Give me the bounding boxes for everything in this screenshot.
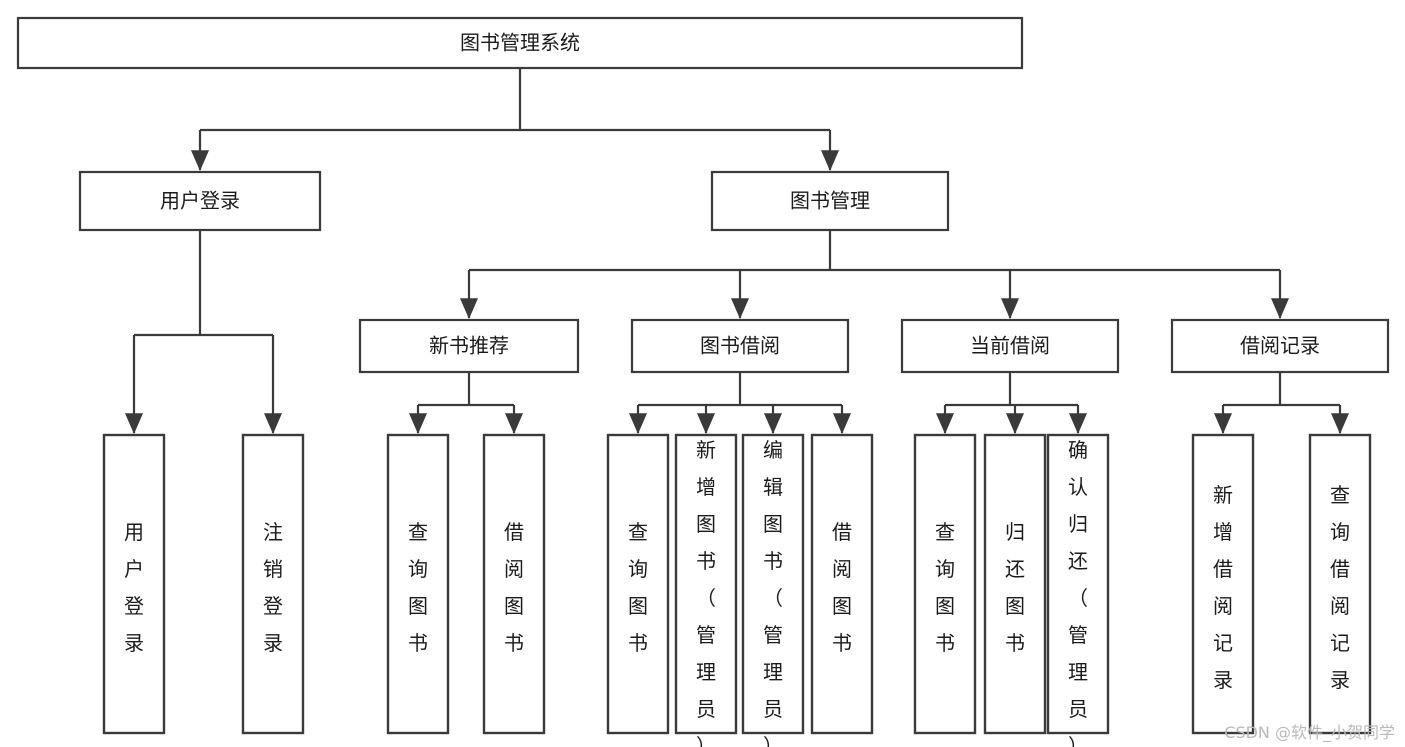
arrow-head-icon — [460, 298, 478, 319]
node-box — [674, 433, 738, 735]
node-box — [358, 318, 580, 374]
node-box — [710, 170, 950, 232]
arrow-head-icon — [821, 150, 839, 171]
arrow-head-icon — [125, 413, 143, 434]
node-leaf-leaf-borrow-book-2[interactable]: 借阅图书 — [810, 433, 874, 735]
node-leaf-leaf-add-book[interactable]: 新增图书（管理员） — [674, 433, 738, 747]
arrow-head-icon — [697, 413, 715, 434]
node-box — [1191, 433, 1255, 735]
node-box — [1308, 433, 1372, 735]
node-leaf-leaf-query-book-3[interactable]: 查询图书 — [913, 433, 977, 735]
node-label: 借阅记录 — [1240, 334, 1320, 358]
node-box — [16, 16, 1024, 70]
node-label: 新书推荐 — [429, 334, 509, 358]
node-level3-current-borrow[interactable]: 当前借阅 — [900, 318, 1120, 374]
arrow-head-icon — [191, 150, 209, 171]
arrow-head-icon — [1001, 298, 1019, 319]
arrow-head-icon — [1271, 298, 1289, 319]
node-leaf-leaf-query-book-2[interactable]: 查询图书 — [606, 433, 670, 735]
node-label: 查询图书 — [408, 520, 428, 655]
node-box — [1046, 433, 1110, 735]
node-level3-new-book-recommend[interactable]: 新书推荐 — [358, 318, 580, 374]
node-box — [606, 433, 670, 735]
arrow-head-icon — [936, 413, 954, 434]
node-box — [386, 433, 450, 735]
arrow-head-icon — [264, 413, 282, 434]
node-label: 图书借阅 — [700, 334, 780, 358]
node-label: 查询图书 — [628, 520, 648, 655]
node-box — [741, 433, 805, 735]
arrow-head-icon — [1214, 413, 1232, 434]
node-label: 新增借阅记录 — [1213, 483, 1233, 692]
node-label: 图书管理 — [790, 189, 870, 213]
node-label: 编辑图书（管理员） — [763, 438, 783, 747]
watermark-text: CSDN @软件_小贺同学 — [1224, 723, 1395, 742]
node-box — [900, 318, 1120, 374]
node-box — [102, 433, 166, 735]
node-box — [983, 433, 1047, 735]
node-layer: 图书管理系统用户登录图书管理新书推荐图书借阅当前借阅借阅记录用户登录注销登录查询… — [16, 16, 1390, 747]
node-label: 查询借阅记录 — [1330, 483, 1350, 692]
node-label: 借阅图书 — [832, 520, 852, 655]
arrow-head-icon — [764, 413, 782, 434]
node-label: 新增图书（管理员） — [696, 438, 716, 747]
arrow-head-icon — [505, 413, 523, 434]
node-box — [630, 318, 850, 374]
node-level3-book-borrow[interactable]: 图书借阅 — [630, 318, 850, 374]
node-leaf-leaf-add-record[interactable]: 新增借阅记录 — [1191, 433, 1255, 735]
node-label: 注销登录 — [263, 520, 283, 655]
arrow-head-icon — [1069, 413, 1087, 434]
node-leaf-leaf-query-record[interactable]: 查询借阅记录 — [1308, 433, 1372, 735]
node-label: 当前借阅 — [970, 334, 1050, 358]
node-leaf-leaf-user-logout[interactable]: 注销登录 — [241, 433, 305, 735]
arrow-head-icon — [629, 413, 647, 434]
node-label: 查询图书 — [935, 520, 955, 655]
node-box — [78, 170, 322, 232]
node-level2-user-login[interactable]: 用户登录 — [78, 170, 322, 232]
node-label: 用户登录 — [160, 189, 240, 213]
node-label: 用户登录 — [124, 520, 144, 655]
node-box — [913, 433, 977, 735]
node-box — [1170, 318, 1390, 374]
node-box — [241, 433, 305, 735]
node-label: 图书管理系统 — [460, 31, 580, 55]
node-label: 借阅图书 — [504, 520, 524, 655]
connector-layer — [125, 68, 1349, 434]
node-leaf-leaf-query-book-1[interactable]: 查询图书 — [386, 433, 450, 735]
node-leaf-leaf-confirm-return[interactable]: 确认归还（管理员） — [1046, 433, 1110, 747]
node-label: 归还图书 — [1005, 520, 1025, 655]
node-level2-book-manage[interactable]: 图书管理 — [710, 170, 950, 232]
node-box — [810, 433, 874, 735]
node-level3-borrow-record[interactable]: 借阅记录 — [1170, 318, 1390, 374]
arrow-head-icon — [1331, 413, 1349, 434]
node-root-undefined[interactable]: 图书管理系统 — [16, 16, 1024, 70]
node-leaf-leaf-edit-book[interactable]: 编辑图书（管理员） — [741, 433, 805, 747]
node-box — [482, 433, 546, 735]
arrow-head-icon — [1006, 413, 1024, 434]
node-leaf-leaf-return-book[interactable]: 归还图书 — [983, 433, 1047, 735]
node-leaf-leaf-user-login[interactable]: 用户登录 — [102, 433, 166, 735]
arrow-head-icon — [833, 413, 851, 434]
node-label: 确认归还（管理员） — [1068, 438, 1088, 747]
node-leaf-leaf-borrow-book-1[interactable]: 借阅图书 — [482, 433, 546, 735]
arrow-head-icon — [731, 298, 749, 319]
arrow-head-icon — [409, 413, 427, 434]
